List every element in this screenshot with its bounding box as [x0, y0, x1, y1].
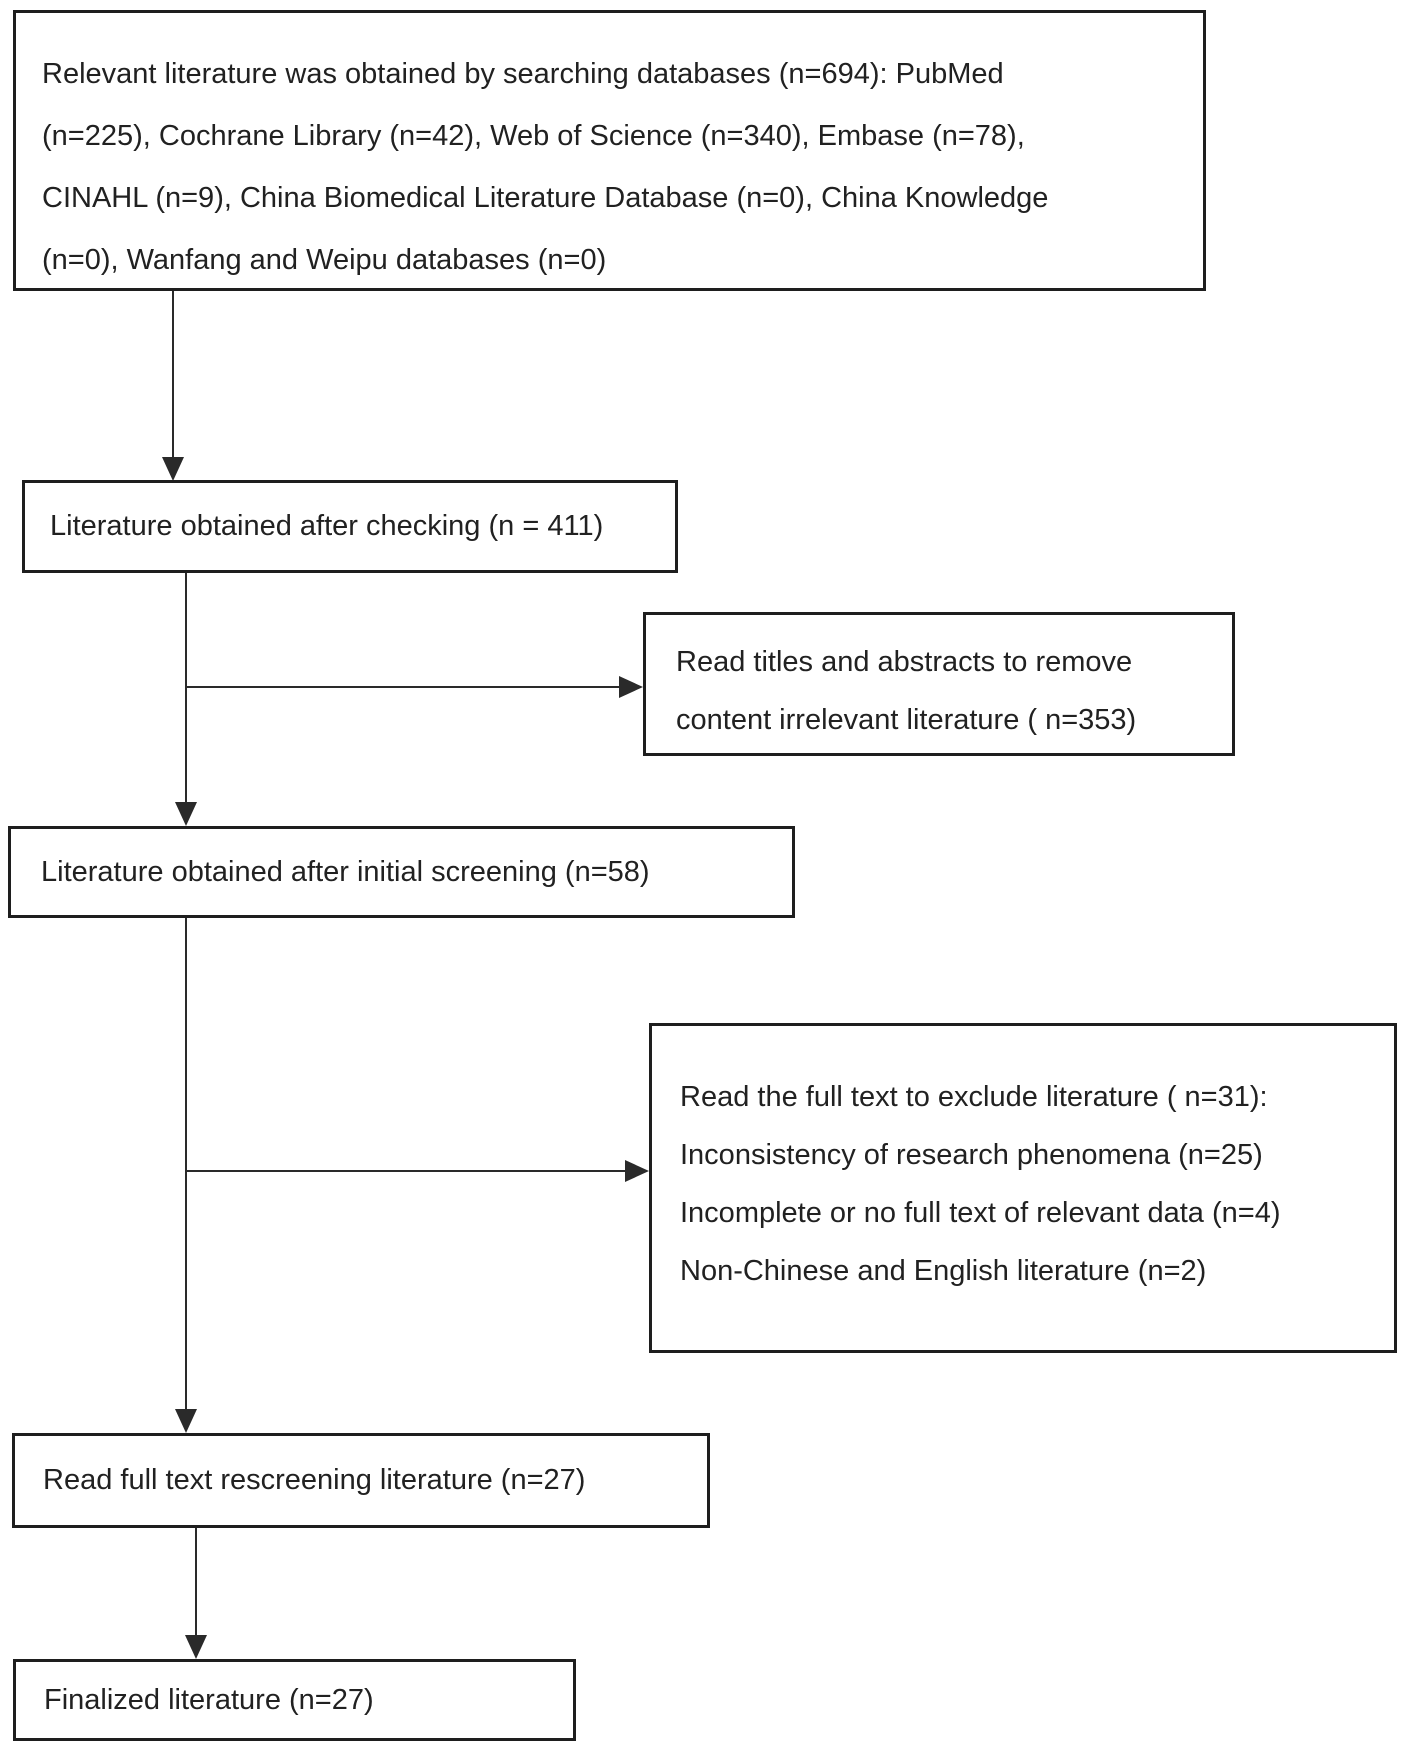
- box-title-abstract-exclusion-line-1: Read titles and abstracts to remove: [676, 646, 1133, 678]
- box-fulltext-exclusion: Read the full text to exclude literature…: [649, 1023, 1397, 1353]
- arrow-line-initial-screening-to-rescreening: [185, 918, 187, 1409]
- box-fulltext-exclusion-line-1: Read the full text to exclude literature…: [680, 1081, 1268, 1113]
- box-fulltext-exclusion-line-3: Incomplete or no full text of relevant d…: [680, 1197, 1281, 1229]
- box-fulltext-rescreening-label: Read full text rescreening literature (n…: [43, 1464, 586, 1496]
- arrow-line-branch-to-title-abstract-exclusion: [186, 686, 619, 688]
- box-finalized-literature-label: Finalized literature (n=27): [44, 1683, 374, 1716]
- arrowhead-right-icon: [619, 676, 643, 698]
- box-finalized-literature: Finalized literature (n=27): [13, 1659, 576, 1741]
- box-fulltext-rescreening: Read full text rescreening literature (n…: [12, 1433, 710, 1528]
- box-database-search-line-4: (n=0), Wanfang and Weipu databases (n=0): [42, 244, 607, 276]
- box-after-checking-label: Literature obtained after checking (n = …: [50, 510, 604, 542]
- arrowhead-down-icon: [185, 1635, 207, 1659]
- box-database-search-line-1: Relevant literature was obtained by sear…: [42, 58, 1004, 90]
- box-title-abstract-exclusion: Read titles and abstracts to remove cont…: [643, 612, 1235, 756]
- arrowhead-down-icon: [175, 802, 197, 826]
- box-after-initial-screening-label: Literature obtained after initial screen…: [41, 855, 650, 888]
- arrowhead-right-icon: [625, 1160, 649, 1182]
- arrowhead-down-icon: [175, 1409, 197, 1433]
- arrow-line-rescreening-to-finalized: [195, 1528, 197, 1635]
- box-fulltext-exclusion-line-2: Inconsistency of research phenomena (n=2…: [680, 1139, 1263, 1171]
- box-fulltext-exclusion-line-4: Non-Chinese and English literature (n=2): [680, 1255, 1207, 1287]
- box-database-search-line-2: (n=225), Cochrane Library (n=42), Web of…: [42, 120, 1025, 152]
- arrow-line-branch-to-fulltext-exclusion: [186, 1170, 625, 1172]
- arrowhead-down-icon: [162, 457, 184, 481]
- box-title-abstract-exclusion-line-2: content irrelevant literature ( n=353): [676, 704, 1137, 736]
- box-after-initial-screening: Literature obtained after initial screen…: [8, 826, 795, 918]
- box-after-checking: Literature obtained after checking (n = …: [22, 480, 678, 573]
- box-database-search-line-3: CINAHL (n=9), China Biomedical Literatur…: [42, 182, 1049, 214]
- arrow-line-search-to-checking: [172, 291, 174, 457]
- box-database-search: Relevant literature was obtained by sear…: [13, 10, 1206, 291]
